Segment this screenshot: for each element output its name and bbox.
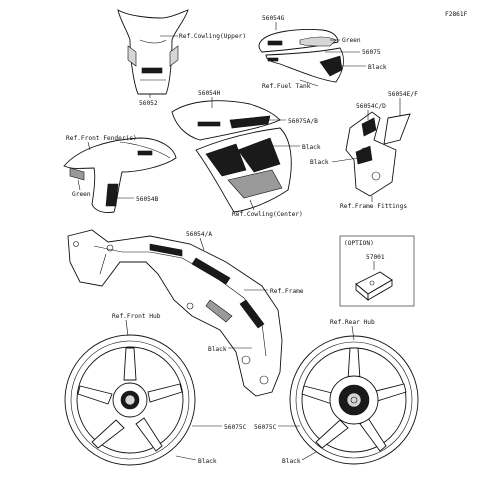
figure-code: F2861F	[445, 11, 468, 18]
frame-fitting-bracket-icon[interactable]	[345, 111, 411, 197]
label-56075c-front: 56075C	[224, 424, 247, 431]
label-black-fittings: Black	[310, 159, 329, 166]
label-green-fender: Green	[72, 191, 91, 198]
label-56075ab: 56075A/B	[288, 118, 318, 125]
label-ref-fuel-tank: Ref.Fuel Tank	[262, 83, 311, 90]
label-green-top: Green	[342, 37, 361, 44]
label-56075c-rear: 56075C	[254, 424, 277, 431]
label-56075-top: 56075	[362, 49, 381, 56]
upper-cowling-icon[interactable]	[117, 9, 189, 95]
rear-wheel-icon[interactable]	[289, 335, 419, 465]
label-black-top: Black	[368, 64, 387, 71]
label-ref-front-fender: Ref.Front Fender(s)	[66, 135, 137, 142]
label-56054b: 56054B	[136, 196, 159, 203]
label-ref-front-hub: Ref.Front Hub	[112, 313, 161, 320]
label-56054g: 56054G	[262, 15, 285, 22]
fuel-tank-cover-icon[interactable]	[258, 29, 344, 83]
option-box	[339, 235, 415, 307]
label-56054h: 56054H	[198, 90, 221, 97]
label-ref-rear-hub: Ref.Rear Hub	[330, 319, 375, 326]
label-56052: 56052	[139, 100, 158, 107]
label-black-front-wheel: Black	[198, 458, 217, 465]
label-ref-frame-fittings: Ref.Frame Fittings	[340, 203, 407, 210]
label-ref-frame: Ref.Frame	[270, 288, 304, 295]
label-option: (OPTION)	[344, 240, 374, 247]
front-wheel-icon[interactable]	[64, 334, 196, 466]
label-56054a: 56054/A	[186, 231, 212, 238]
front-fender-icon[interactable]	[63, 137, 177, 213]
option-bracket-icon[interactable]	[355, 271, 393, 301]
frame-icon[interactable]	[67, 229, 283, 397]
label-ref-cowling-center: Ref.Cowling(Center)	[232, 211, 303, 218]
center-cowling-icon[interactable]	[171, 100, 292, 213]
label-black-center: Black	[302, 144, 321, 151]
label-black-frame: Black	[208, 346, 227, 353]
label-black-rear-wheel: Black	[282, 458, 301, 465]
label-56054cd: 56054C/D	[356, 103, 386, 110]
label-56054ef: 56054E/F	[388, 91, 418, 98]
label-57001: 57001	[366, 254, 385, 261]
label-ref-cowling-upper: Ref.Cowling(Upper)	[179, 33, 246, 40]
